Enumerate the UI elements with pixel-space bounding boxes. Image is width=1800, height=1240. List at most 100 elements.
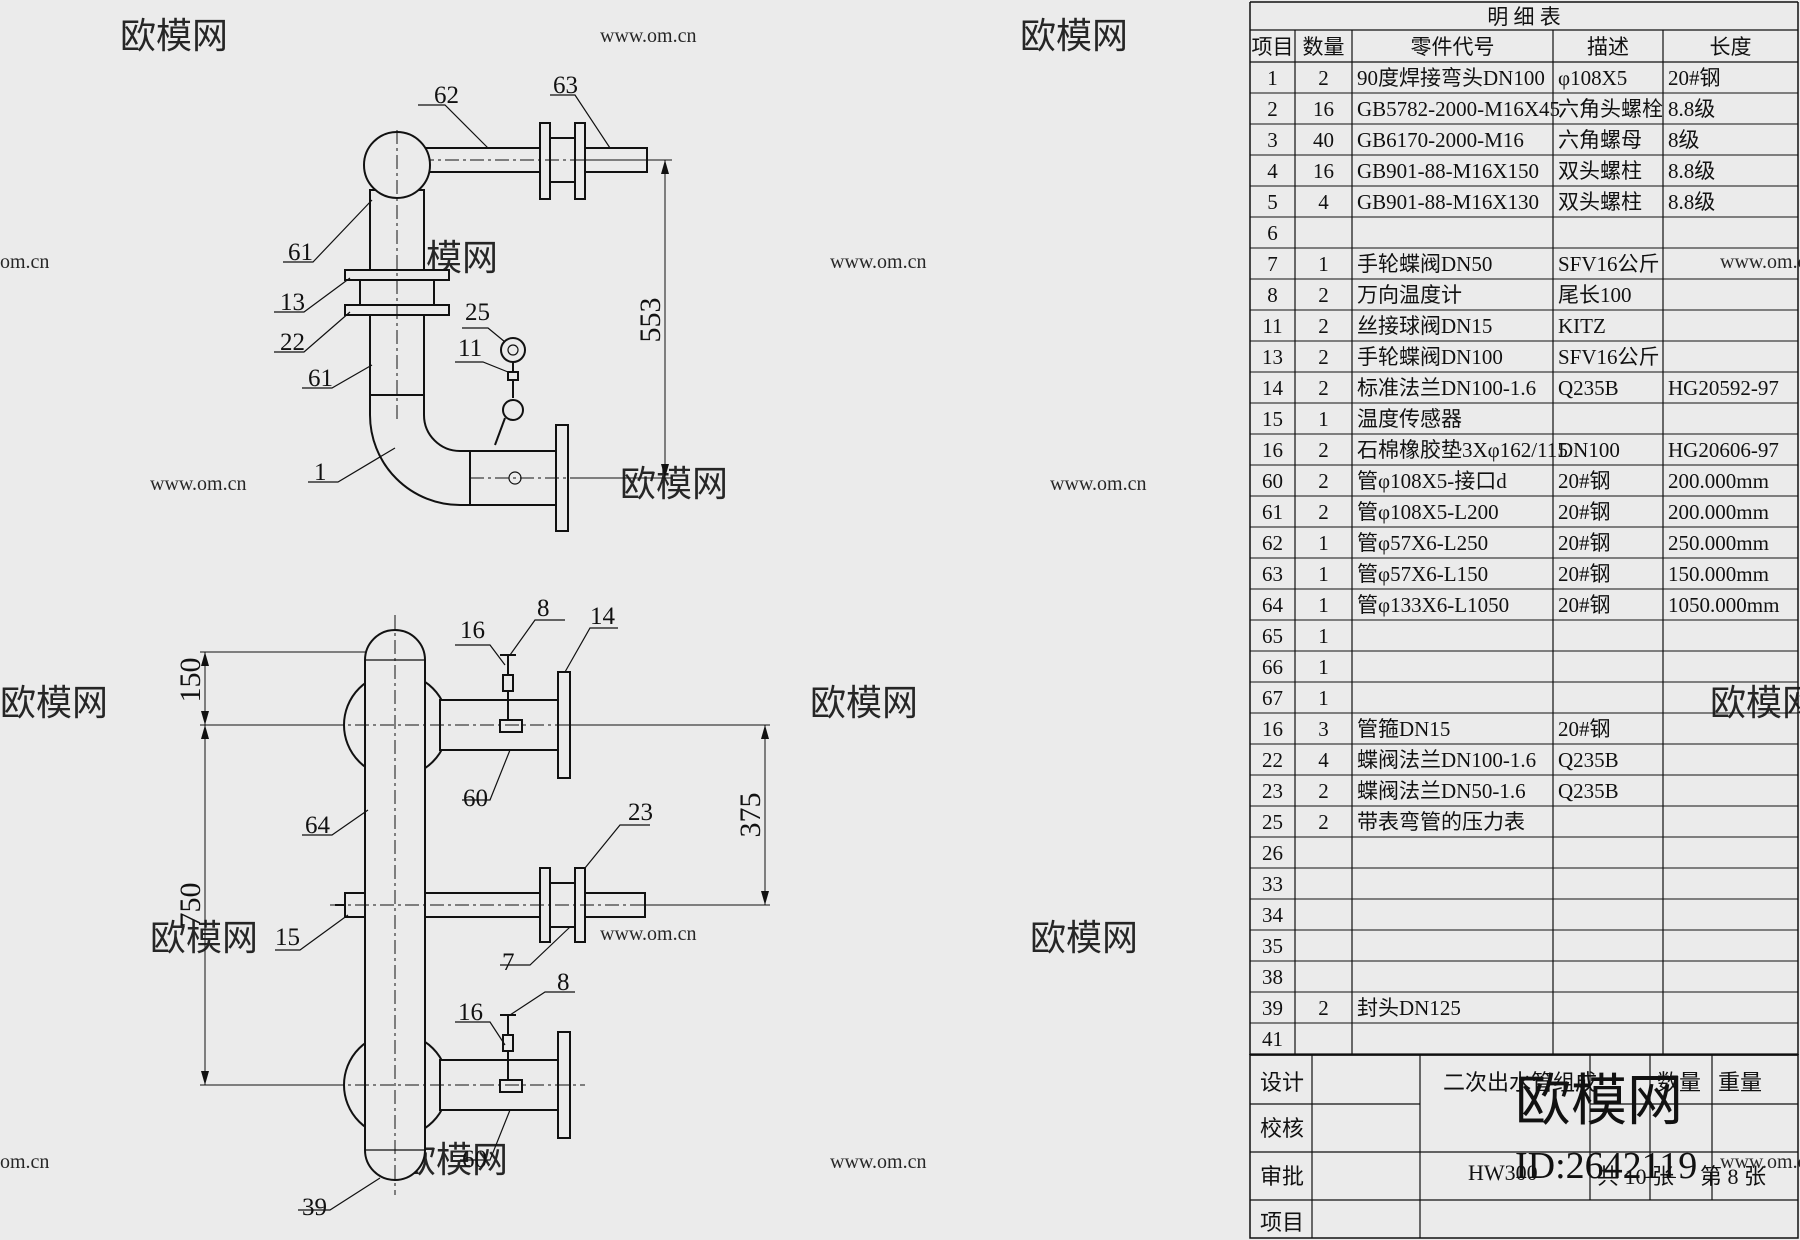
table-cell: 41 [1262, 1027, 1283, 1051]
table-cell: 67 [1262, 686, 1283, 710]
watermark-logo: 欧模网 [120, 16, 228, 56]
label-8: 8 [537, 595, 550, 622]
table-cell: 石棉橡胶垫3Xφ162/115 [1357, 438, 1568, 462]
table-cell: 3 [1267, 128, 1278, 152]
table-cell: Q235B [1558, 748, 1619, 772]
watermark-logo: 欧模网 [1515, 1071, 1683, 1133]
table-cell: 尾长100 [1558, 283, 1632, 307]
gauge-siphon-icon [502, 399, 524, 421]
table-cell: 2 [1318, 345, 1329, 369]
label-1: 1 [314, 459, 327, 486]
label-61: 61 [288, 239, 313, 266]
watermark-logo: 欧模网 [810, 683, 918, 723]
watermark-id: ID:2642119 [1515, 1145, 1697, 1187]
watermark-logo: 欧模网 [620, 464, 728, 504]
table-cell: 20#钢 [1558, 717, 1611, 741]
qty-label: 数量 [1657, 1070, 1701, 1095]
table-cell: 22 [1262, 748, 1283, 772]
table-cell: SFV16公斤 [1558, 345, 1660, 369]
table-cell: 温度传感器 [1357, 407, 1462, 431]
table-cell: GB5782-2000-M16X45 [1357, 97, 1560, 121]
label-61: 61 [308, 365, 333, 392]
flange [574, 122, 586, 200]
label-15: 15 [275, 924, 300, 951]
drawing-code: HW300 [1468, 1160, 1538, 1185]
table-cell: 200.000mm [1668, 500, 1769, 524]
table-cell: 六角螺母 [1558, 128, 1642, 152]
table-cell: 2 [1318, 66, 1329, 90]
table-cell: 20#钢 [1558, 469, 1611, 493]
table-cell: SFV16公斤 [1558, 252, 1660, 276]
table-cell: 8 [1267, 283, 1278, 307]
table-cell: 标准法兰DN100-1.6 [1357, 376, 1536, 400]
table-cell: GB901-88-M16X150 [1357, 159, 1539, 183]
label-7: 7 [502, 949, 515, 976]
dim-375: 375 [734, 793, 767, 838]
watermark-site: www.om.cn [600, 923, 696, 945]
table-cell: 2 [1318, 996, 1329, 1020]
table-cell: 65 [1262, 624, 1283, 648]
table-cell: 20#钢 [1558, 500, 1611, 524]
table-cell: 16 [1262, 717, 1283, 741]
label-63: 63 [553, 72, 578, 99]
table-cell: 1 [1318, 252, 1329, 276]
table-cell: 管φ108X5-接口d [1357, 469, 1507, 493]
table-cell: 2 [1318, 438, 1329, 462]
watermark-site: www.om.cn [1050, 473, 1146, 495]
table-cell: 16 [1313, 97, 1334, 121]
table-cell: 1050.000mm [1668, 593, 1779, 617]
top-view: 553 62 63 61 13 22 25 11 61 1 [274, 72, 672, 532]
label-16: 16 [458, 999, 483, 1026]
table-cell: 带表弯管的压力表 [1357, 810, 1525, 834]
label-60: 60 [463, 785, 488, 812]
table-cell: 4 [1267, 159, 1278, 183]
table-cell: 管φ108X5-L200 [1357, 500, 1499, 524]
label-25: 25 [465, 299, 490, 326]
label-11: 11 [458, 335, 482, 362]
table-cell: 250.000mm [1668, 531, 1769, 555]
elbow-1 [369, 394, 471, 506]
table-cell: 2 [1318, 376, 1329, 400]
table-cell: 4 [1318, 748, 1329, 772]
table-header-cell: 项目 [1252, 35, 1294, 59]
table-cell: 200.000mm [1668, 469, 1769, 493]
table-cell: 8.8级 [1668, 190, 1715, 214]
dim-750: 750 [174, 883, 207, 928]
table-cell: 20#钢 [1558, 593, 1611, 617]
table-cell: 34 [1262, 903, 1284, 927]
table-cell: 管φ133X6-L1050 [1357, 593, 1509, 617]
table-cell: 2 [1318, 469, 1329, 493]
label-23: 23 [628, 799, 653, 826]
table-cell: 蝶阀法兰DN50-1.6 [1357, 779, 1526, 803]
table-cell: 3 [1318, 717, 1329, 741]
table-cell: 20#钢 [1668, 66, 1721, 90]
table-cell: 15 [1262, 407, 1283, 431]
table-cell: HG20606-97 [1668, 438, 1779, 462]
table-cell: 38 [1262, 965, 1283, 989]
sheet-number: 第 8 张 [1700, 1164, 1766, 1189]
table-cell: 61 [1262, 500, 1283, 524]
table-cell: 60 [1262, 469, 1283, 493]
table-cell: 23 [1262, 779, 1283, 803]
table-cell: 1 [1267, 66, 1278, 90]
table-cell: 14 [1262, 376, 1284, 400]
table-cell: 8级 [1668, 128, 1700, 152]
table-cell: 33 [1262, 872, 1283, 896]
watermark-site: om.cn [0, 251, 49, 273]
table-cell: 管φ57X6-L150 [1357, 562, 1488, 586]
title-check-label: 校核 [1260, 1116, 1304, 1141]
table-header-cell: 描述 [1587, 35, 1629, 59]
table-title: 明 细 表 [1487, 5, 1561, 29]
table-cell: 双头螺柱 [1558, 190, 1642, 214]
table-cell: 25 [1262, 810, 1283, 834]
table-cell: 丝接球阀DN15 [1357, 314, 1492, 338]
table-cell: Q235B [1558, 376, 1619, 400]
table-header-cell: 数量 [1303, 35, 1345, 59]
drawing-name: 二次出水管组成 [1443, 1070, 1597, 1095]
label-14: 14 [590, 603, 616, 630]
table-cell: HG20592-97 [1668, 376, 1779, 400]
table-cell: 2 [1318, 314, 1329, 338]
table-cell: 8.8级 [1668, 159, 1715, 183]
